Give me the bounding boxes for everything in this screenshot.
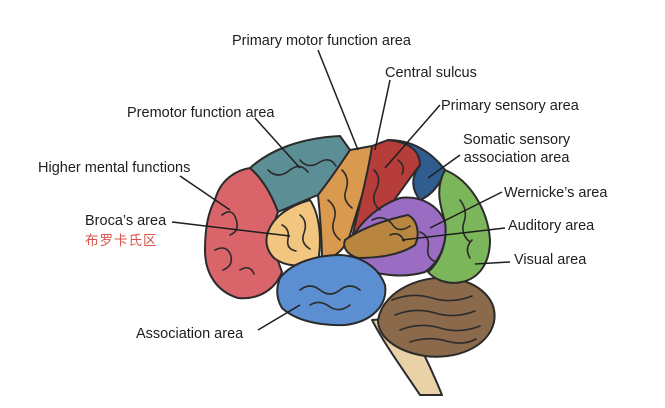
leader-lines <box>171 49 511 331</box>
auditory-region <box>343 214 419 259</box>
cerebellum <box>377 276 496 358</box>
gyri-texture <box>214 158 481 344</box>
label-visual: Visual area <box>514 252 587 268</box>
motor-region <box>317 145 373 263</box>
label-higher-mental: Higher mental functions <box>38 160 191 176</box>
leader-association <box>257 304 301 331</box>
leader-central-sulcus <box>374 79 391 151</box>
label-broca-cn: 布罗卡氏区 <box>85 233 158 248</box>
leader-wernicke <box>429 191 503 229</box>
label-premotor: Premotor function area <box>127 105 275 121</box>
label-wernicke: Wernicke’s area <box>504 185 608 201</box>
leader-broca <box>171 221 291 237</box>
leader-higher-mental <box>179 175 231 211</box>
leader-primary-sensory <box>384 104 441 169</box>
label-somatic-sensory: Somatic sensory association area <box>463 131 570 167</box>
label-broca: Broca’s area <box>85 213 167 229</box>
leader-visual <box>474 261 511 265</box>
leader-primary-motor <box>317 49 359 151</box>
leader-premotor <box>254 117 301 169</box>
temporal-region <box>276 254 387 327</box>
label-association: Association area <box>136 326 244 342</box>
label-central-sulcus: Central sulcus <box>385 65 477 81</box>
label-primary-sensory: Primary sensory area <box>441 98 579 114</box>
leader-auditory <box>401 227 506 241</box>
label-somatic-text: Somatic sensory association area <box>463 132 571 166</box>
label-primary-motor: Primary motor function area <box>232 33 411 49</box>
visual-region <box>427 169 491 284</box>
leader-somatic <box>427 154 461 179</box>
label-auditory: Auditory area <box>508 218 595 234</box>
